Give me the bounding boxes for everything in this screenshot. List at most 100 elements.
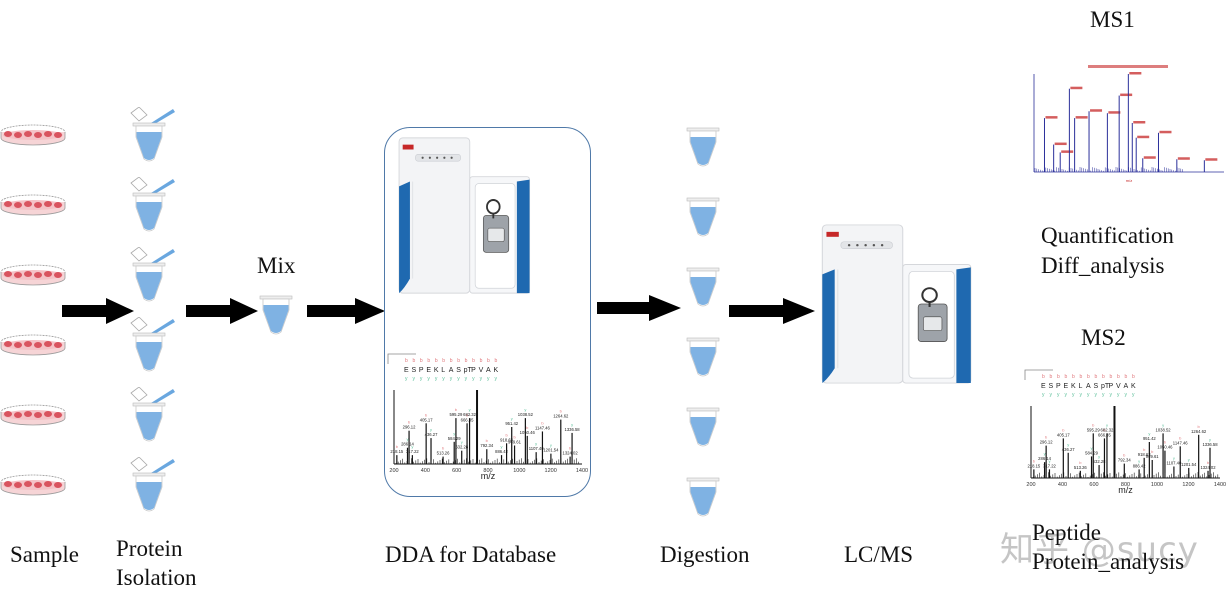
- sequence-residue: pT: [464, 367, 473, 374]
- svg-text:b: b: [450, 358, 453, 364]
- svg-text:y: y: [442, 376, 445, 382]
- petri-dish-icon: [0, 404, 66, 426]
- peak-label: 436.27: [1062, 447, 1075, 452]
- x-tick-label: 1000: [513, 468, 525, 474]
- x-tick-label: 400: [1058, 482, 1067, 488]
- svg-text:b: b: [495, 358, 498, 364]
- step-label-sample: Sample: [10, 542, 79, 567]
- ms2-spectrum-plot: EbySbyPbyEbyKbyLbyAbySbypTbyPbyVbyAbyKby…: [1024, 369, 1226, 494]
- ms2-spectrum-plot: EbySbyPbyEbyKbyLbyAbySbypTbyPbyVbyAbyKby…: [387, 353, 588, 480]
- sequence-residue: K: [1071, 383, 1076, 390]
- ion-label: b: [1092, 422, 1095, 427]
- x-tick-label: 1200: [545, 468, 557, 474]
- peak-label: 317.22: [1043, 463, 1056, 468]
- step-label-lcms: LC/MS: [844, 542, 914, 567]
- petri-dish-icon: [0, 194, 66, 216]
- peak-label: 632.28: [455, 445, 468, 450]
- sequence-residue: A: [1086, 383, 1091, 390]
- peak-label: 682.32: [463, 412, 476, 417]
- ion-label: b: [1079, 460, 1082, 465]
- sequence-residue: P: [1108, 383, 1113, 390]
- peak-label: 296.12: [403, 425, 416, 430]
- peak-label: 666.35: [1098, 432, 1111, 437]
- ion-label: y: [1044, 451, 1046, 456]
- ion-label: b: [1103, 427, 1106, 432]
- microtube-with-pipette-icon: [130, 247, 175, 302]
- ion-label: y: [406, 437, 408, 442]
- ion-label: y: [1106, 422, 1108, 427]
- svg-text:b: b: [420, 358, 423, 364]
- svg-text:b: b: [412, 358, 415, 364]
- ion-label: b: [541, 420, 544, 425]
- peak-label: 632.28: [1093, 459, 1106, 464]
- sequence-residue: L: [1078, 383, 1082, 390]
- ion-label: y: [535, 441, 537, 446]
- peak-label: [1070, 86, 1083, 90]
- x-axis-label: m/z: [481, 471, 496, 480]
- peak-label: 286.14: [401, 442, 414, 447]
- svg-text:y: y: [1102, 392, 1105, 398]
- svg-text:b: b: [1049, 374, 1052, 380]
- sequence-residue: K: [494, 367, 499, 374]
- sequence-residue: E: [1063, 383, 1068, 390]
- ion-label: b: [569, 446, 572, 451]
- peak-label: [1205, 158, 1218, 161]
- sequence-residue: V: [479, 367, 484, 374]
- ion-label: b: [1164, 440, 1167, 445]
- ion-label: y: [1098, 454, 1100, 459]
- peak-label: [1133, 121, 1146, 124]
- sequence-bracket: [387, 353, 416, 364]
- peak-label: 218.15: [390, 449, 403, 454]
- svg-text:y: y: [1109, 392, 1112, 398]
- svg-text:y: y: [457, 376, 460, 382]
- peak-label: 1050.46: [1157, 445, 1173, 450]
- peak-label: 1107.40: [529, 446, 544, 451]
- peak-label: 1147.46: [1173, 440, 1188, 445]
- ion-label: b: [1062, 427, 1065, 432]
- peak-label: 792.34: [1118, 458, 1131, 463]
- peak-label: 1038.52: [518, 412, 534, 417]
- peak-label: 405.17: [420, 417, 433, 422]
- ion-label: y: [1048, 458, 1050, 463]
- ms1-line1: Quantification: [1041, 223, 1174, 248]
- ion-label: y: [550, 443, 552, 448]
- peak-label: [1045, 116, 1058, 119]
- sequence-residue: E: [1041, 383, 1046, 390]
- ion-label: y: [461, 440, 463, 445]
- svg-text:b: b: [465, 358, 468, 364]
- svg-text:b: b: [1087, 374, 1090, 380]
- sequence-residue: K: [1131, 383, 1136, 390]
- peak-label: 218.15: [1027, 463, 1040, 468]
- x-tick-label: 800: [1121, 482, 1130, 488]
- peak-label: [1054, 142, 1067, 146]
- peak-label: 666.35: [461, 417, 474, 422]
- peak-label: [1061, 150, 1074, 153]
- sequence-residue: S: [1093, 383, 1098, 390]
- sequence-residue: S: [456, 367, 461, 374]
- ion-label: b: [1198, 424, 1201, 429]
- svg-text:b: b: [1102, 374, 1105, 380]
- microtube-icon: [259, 295, 293, 335]
- peak-label: 1107.40: [1167, 460, 1182, 465]
- svg-text:b: b: [457, 358, 460, 364]
- svg-text:b: b: [1132, 374, 1135, 380]
- svg-text:b: b: [1072, 374, 1075, 380]
- peak-label: 886.42: [495, 449, 508, 454]
- svg-text:y: y: [450, 376, 453, 382]
- x-tick-label: 1400: [576, 468, 588, 474]
- ms2-line1: Peptide: [1032, 520, 1101, 545]
- x-tick-label: 600: [1089, 482, 1098, 488]
- peak-label: [1177, 157, 1190, 160]
- sequence-residue: S: [411, 367, 416, 374]
- x-axis-label: m/z: [1118, 485, 1133, 494]
- sequence-residue: A: [449, 367, 454, 374]
- peak-label: 595.29: [450, 412, 463, 417]
- svg-text:y: y: [412, 376, 415, 382]
- ion-label: y: [1188, 457, 1190, 462]
- sequence-residue: E: [426, 367, 431, 374]
- x-tick-label: 400: [421, 468, 430, 474]
- microtube-with-pipette-icon: [130, 177, 175, 232]
- petri-dish-icon: [0, 474, 66, 496]
- peak-label: 886.42: [1133, 463, 1146, 468]
- peak-label: 1147.46: [535, 425, 550, 430]
